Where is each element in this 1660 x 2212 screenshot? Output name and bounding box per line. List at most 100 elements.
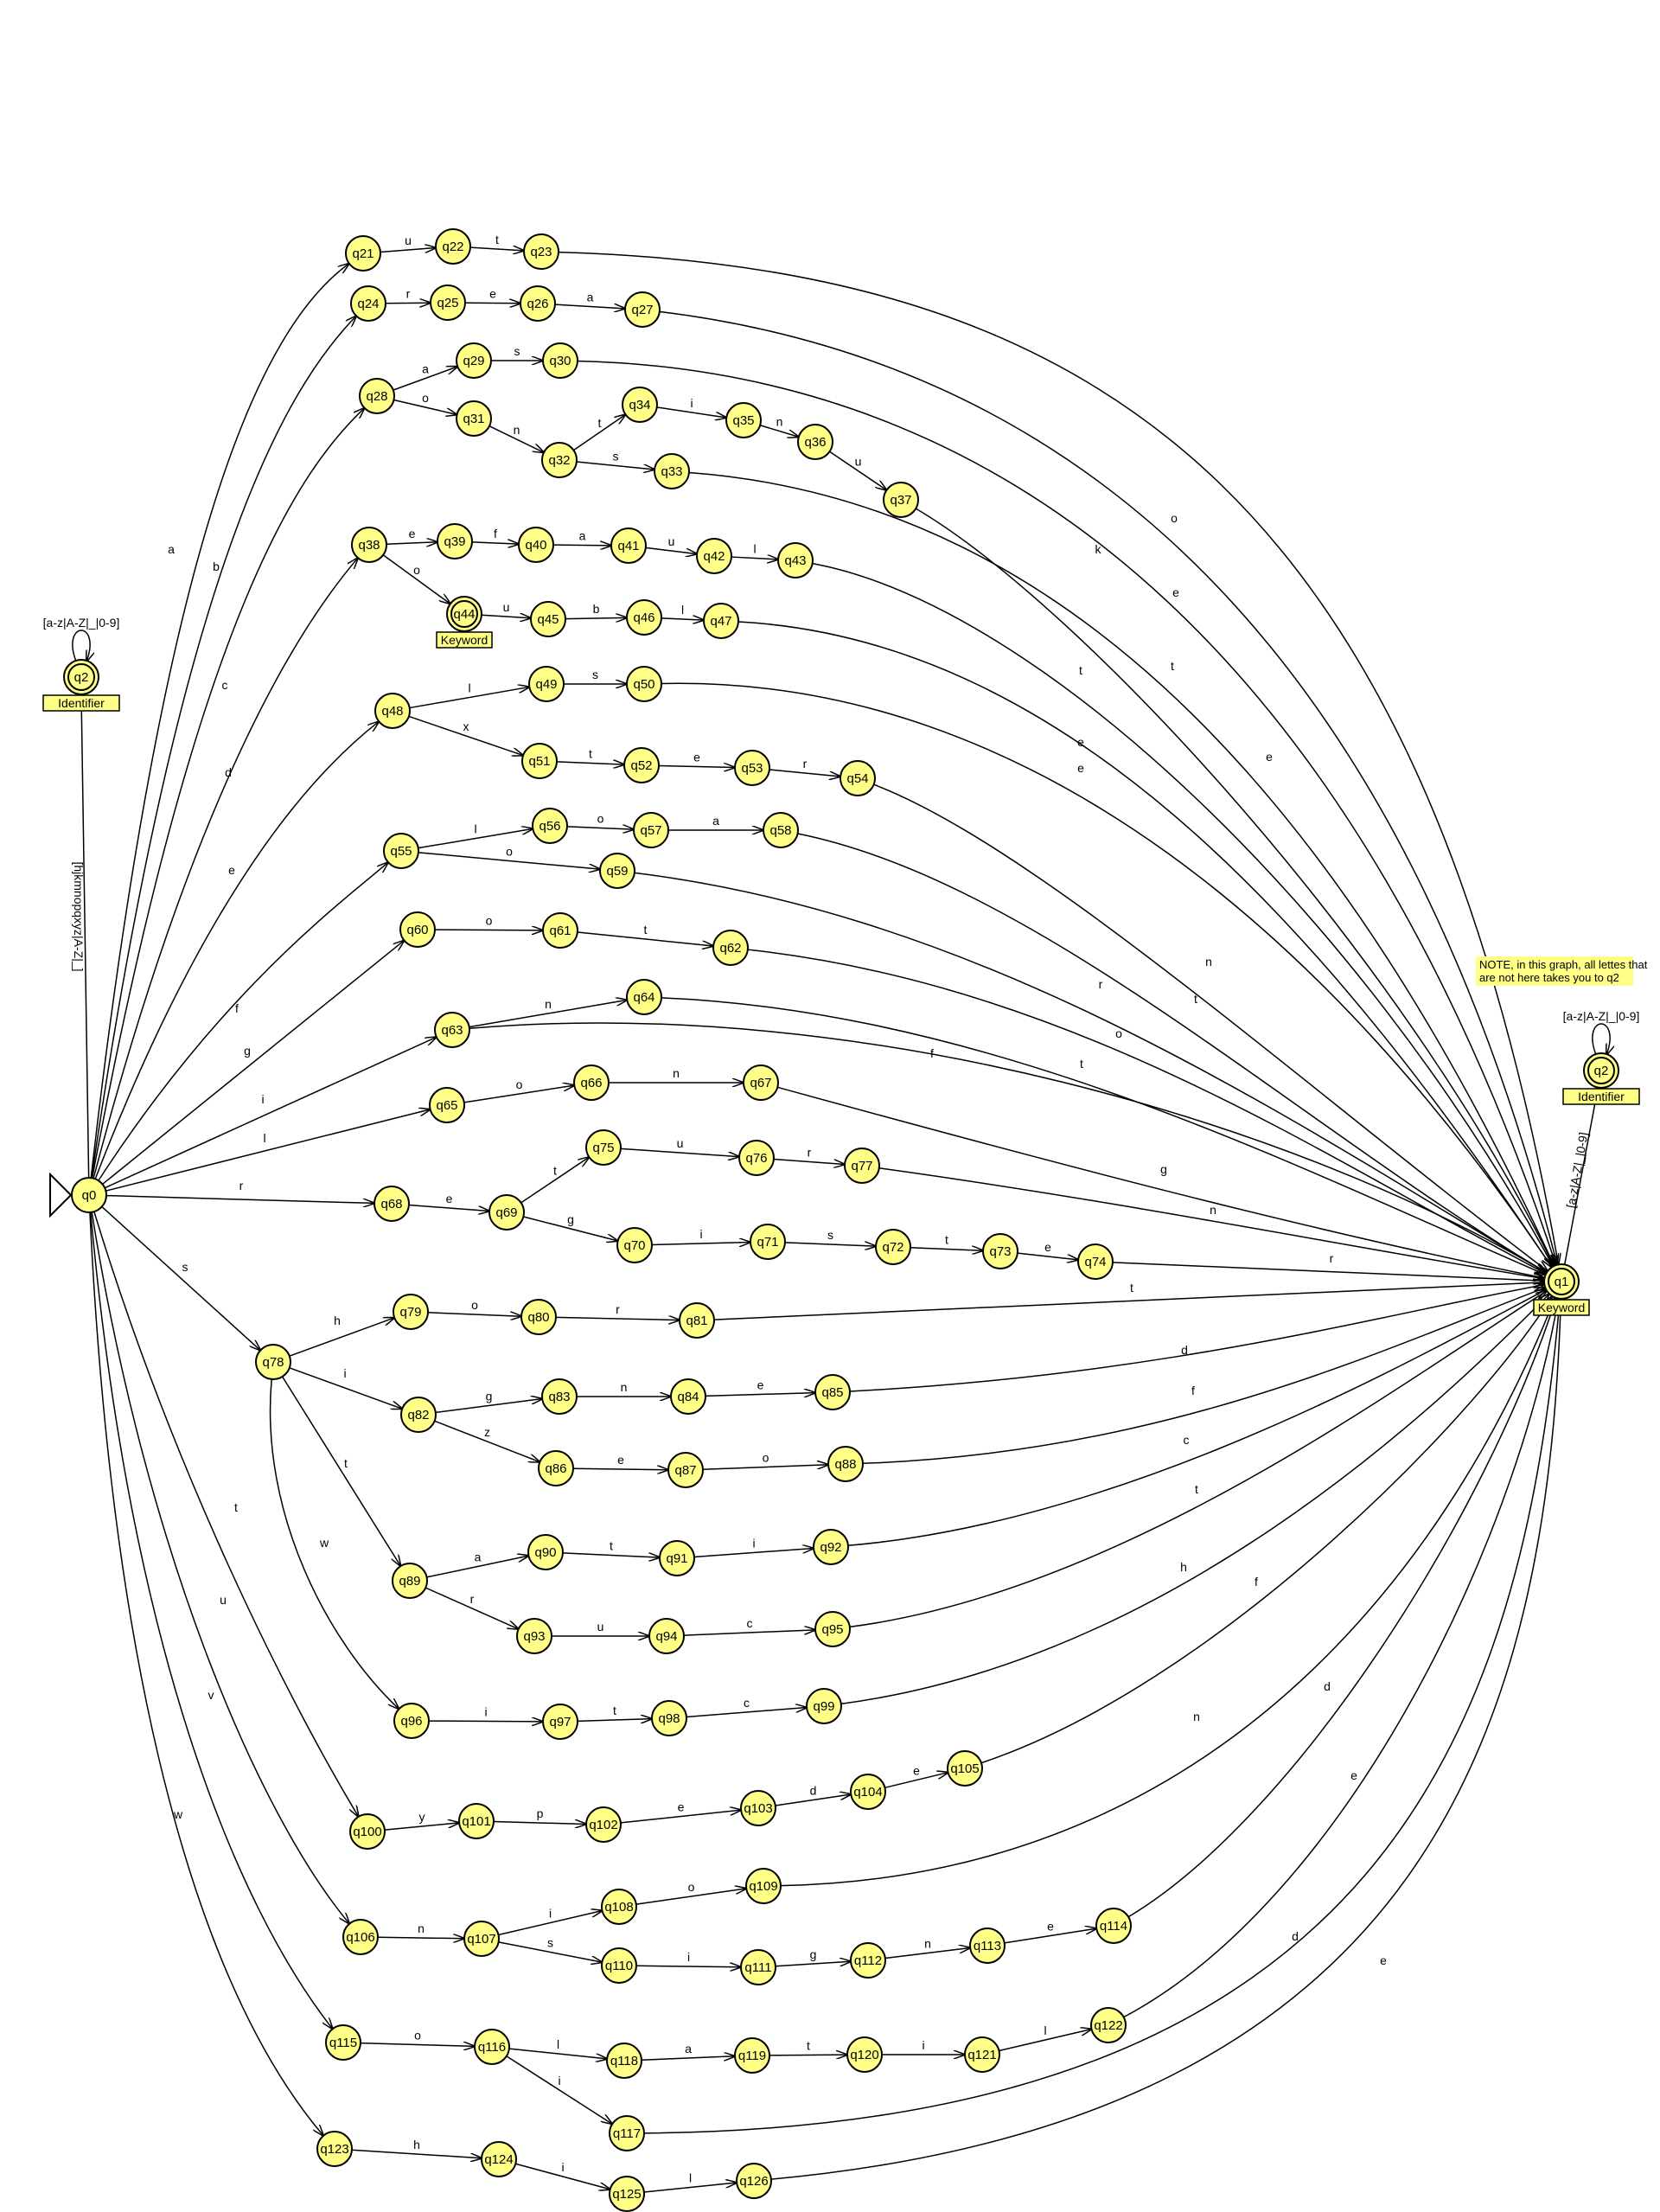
state-q76[interactable]: q76 bbox=[738, 1140, 775, 1176]
state-q22[interactable]: q22 bbox=[435, 228, 471, 265]
state-q97[interactable]: q97 bbox=[542, 1704, 578, 1740]
state-q2b[interactable]: q2 bbox=[1583, 1052, 1619, 1089]
state-q31[interactable]: q31 bbox=[456, 400, 492, 437]
state-q70[interactable]: q70 bbox=[616, 1227, 653, 1263]
state-q40[interactable]: q40 bbox=[518, 527, 554, 563]
state-q32[interactable]: q32 bbox=[541, 442, 578, 478]
state-q108[interactable]: q108 bbox=[601, 1889, 637, 1925]
state-q47[interactable]: q47 bbox=[703, 603, 739, 639]
state-q96[interactable]: q96 bbox=[393, 1703, 430, 1739]
state-q73[interactable]: q73 bbox=[982, 1233, 1018, 1269]
state-q124[interactable]: q124 bbox=[481, 2141, 517, 2177]
state-q88[interactable]: q88 bbox=[827, 1446, 864, 1482]
state-q81[interactable]: q81 bbox=[679, 1302, 715, 1339]
state-q75[interactable]: q75 bbox=[585, 1129, 622, 1166]
state-q29[interactable]: q29 bbox=[456, 342, 492, 379]
state-q109[interactable]: q109 bbox=[745, 1868, 782, 1904]
state-q53[interactable]: q53 bbox=[734, 750, 770, 786]
state-q2a[interactable]: q2 bbox=[63, 659, 99, 695]
state-q101[interactable]: q101 bbox=[458, 1803, 495, 1839]
state-q66[interactable]: q66 bbox=[573, 1064, 610, 1101]
state-q36[interactable]: q36 bbox=[797, 424, 833, 460]
state-q120[interactable]: q120 bbox=[846, 2036, 883, 2073]
state-q67[interactable]: q67 bbox=[743, 1064, 779, 1101]
state-q106[interactable]: q106 bbox=[342, 1919, 379, 1955]
state-q121[interactable]: q121 bbox=[964, 2036, 1000, 2073]
state-q26[interactable]: q26 bbox=[520, 285, 556, 322]
state-q44[interactable]: q44 bbox=[446, 596, 482, 632]
state-q92[interactable]: q92 bbox=[813, 1529, 849, 1565]
state-q72[interactable]: q72 bbox=[875, 1229, 911, 1265]
state-q83[interactable]: q83 bbox=[541, 1378, 578, 1415]
state-q64[interactable]: q64 bbox=[626, 979, 662, 1015]
state-q123[interactable]: q123 bbox=[316, 2131, 353, 2167]
state-q50[interactable]: q50 bbox=[626, 666, 662, 702]
state-q93[interactable]: q93 bbox=[516, 1618, 552, 1654]
state-q104[interactable]: q104 bbox=[850, 1774, 886, 1810]
state-q61[interactable]: q61 bbox=[542, 912, 578, 949]
state-q125[interactable]: q125 bbox=[609, 2176, 645, 2212]
state-q113[interactable]: q113 bbox=[969, 1928, 1006, 1964]
state-q74[interactable]: q74 bbox=[1077, 1243, 1114, 1280]
state-q116[interactable]: q116 bbox=[474, 2029, 510, 2065]
state-q49[interactable]: q49 bbox=[528, 666, 565, 702]
state-q112[interactable]: q112 bbox=[850, 1942, 886, 1979]
state-q69[interactable]: q69 bbox=[488, 1194, 525, 1231]
state-q68[interactable]: q68 bbox=[374, 1186, 410, 1222]
state-q90[interactable]: q90 bbox=[527, 1534, 564, 1570]
state-q98[interactable]: q98 bbox=[651, 1700, 687, 1736]
state-q65[interactable]: q65 bbox=[429, 1087, 465, 1123]
state-q1[interactable]: q1 bbox=[1543, 1263, 1580, 1300]
state-q43[interactable]: q43 bbox=[777, 542, 814, 579]
state-q28[interactable]: q28 bbox=[359, 378, 395, 414]
state-q117[interactable]: q117 bbox=[609, 2115, 645, 2151]
state-q86[interactable]: q86 bbox=[538, 1450, 574, 1486]
state-q78[interactable]: q78 bbox=[255, 1344, 291, 1380]
state-q27[interactable]: q27 bbox=[624, 291, 661, 328]
state-q94[interactable]: q94 bbox=[648, 1618, 685, 1654]
state-q23[interactable]: q23 bbox=[523, 233, 559, 270]
state-q42[interactable]: q42 bbox=[696, 538, 732, 574]
state-q51[interactable]: q51 bbox=[521, 743, 558, 779]
state-q84[interactable]: q84 bbox=[670, 1378, 706, 1415]
state-q48[interactable]: q48 bbox=[374, 693, 411, 729]
state-q55[interactable]: q55 bbox=[383, 833, 419, 869]
state-q41[interactable]: q41 bbox=[610, 527, 647, 564]
state-q118[interactable]: q118 bbox=[606, 2043, 642, 2079]
state-q111[interactable]: q111 bbox=[740, 1949, 776, 1985]
state-q57[interactable]: q57 bbox=[633, 812, 669, 848]
state-q99[interactable]: q99 bbox=[806, 1688, 842, 1724]
state-q95[interactable]: q95 bbox=[814, 1611, 851, 1647]
state-q52[interactable]: q52 bbox=[623, 747, 660, 783]
state-q0[interactable]: q0 bbox=[71, 1177, 107, 1213]
state-q82[interactable]: q82 bbox=[400, 1397, 437, 1433]
state-q25[interactable]: q25 bbox=[430, 284, 466, 321]
state-q91[interactable]: q91 bbox=[659, 1540, 695, 1576]
state-q126[interactable]: q126 bbox=[736, 2163, 772, 2199]
state-q102[interactable]: q102 bbox=[585, 1806, 622, 1843]
state-q54[interactable]: q54 bbox=[840, 760, 876, 796]
state-q63[interactable]: q63 bbox=[434, 1012, 470, 1048]
state-q89[interactable]: q89 bbox=[392, 1563, 428, 1599]
state-q119[interactable]: q119 bbox=[734, 2037, 770, 2074]
state-q37[interactable]: q37 bbox=[883, 482, 919, 518]
state-q107[interactable]: q107 bbox=[463, 1921, 500, 1957]
state-q34[interactable]: q34 bbox=[622, 387, 658, 423]
state-q103[interactable]: q103 bbox=[740, 1790, 776, 1826]
state-q60[interactable]: q60 bbox=[399, 911, 436, 948]
state-q33[interactable]: q33 bbox=[654, 453, 690, 489]
state-q59[interactable]: q59 bbox=[599, 853, 635, 889]
state-q62[interactable]: q62 bbox=[712, 930, 749, 966]
state-q100[interactable]: q100 bbox=[349, 1813, 386, 1850]
state-q24[interactable]: q24 bbox=[350, 285, 386, 322]
state-q77[interactable]: q77 bbox=[844, 1148, 880, 1184]
state-q21[interactable]: q21 bbox=[345, 235, 381, 272]
state-q110[interactable]: q110 bbox=[601, 1947, 637, 1984]
state-q80[interactable]: q80 bbox=[520, 1299, 557, 1335]
state-q45[interactable]: q45 bbox=[530, 601, 566, 637]
state-q87[interactable]: q87 bbox=[667, 1452, 704, 1488]
state-q58[interactable]: q58 bbox=[763, 812, 799, 848]
state-q85[interactable]: q85 bbox=[814, 1374, 851, 1410]
state-q46[interactable]: q46 bbox=[626, 599, 662, 636]
state-q114[interactable]: q114 bbox=[1095, 1908, 1132, 1944]
